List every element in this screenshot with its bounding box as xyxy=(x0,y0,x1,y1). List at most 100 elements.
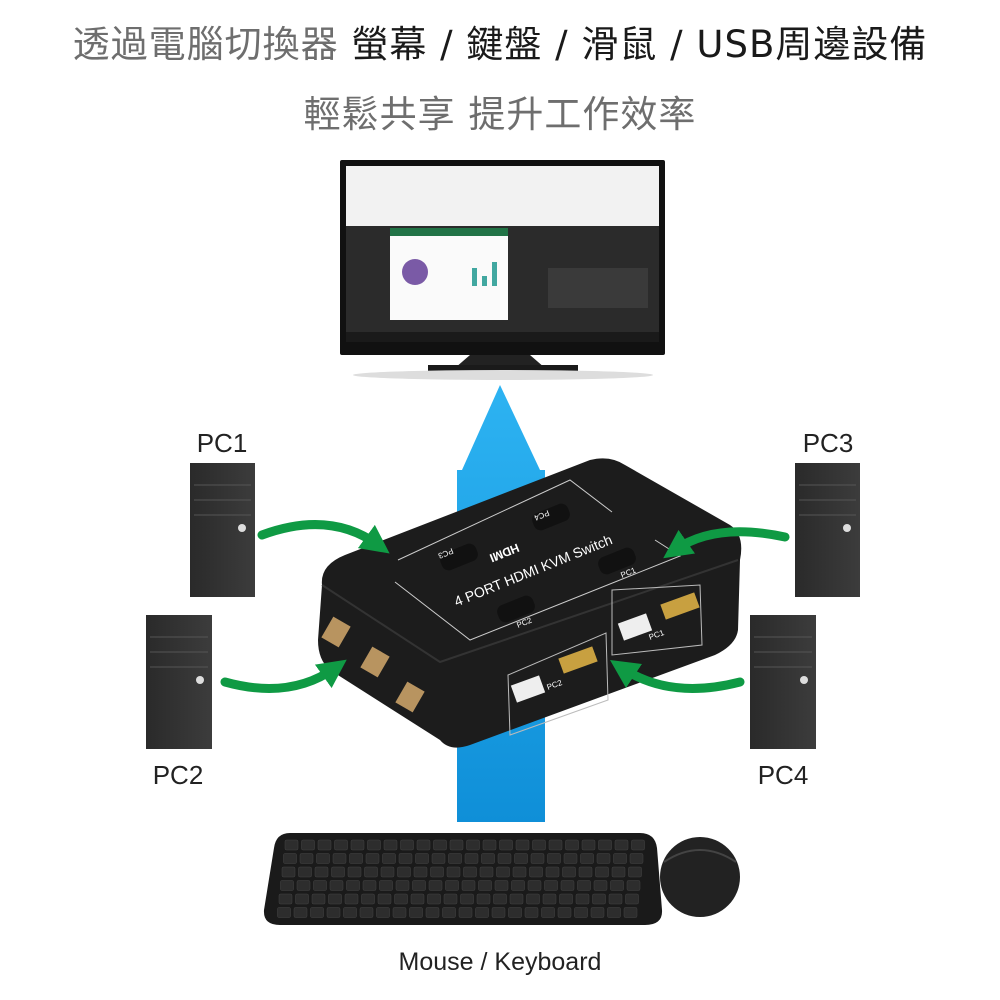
keyboard-key xyxy=(367,839,381,851)
keyboard xyxy=(263,833,663,925)
keyboard-key xyxy=(466,839,480,851)
pc3-arrow xyxy=(663,527,790,559)
keyboard-key xyxy=(565,839,579,851)
monitor xyxy=(340,160,665,380)
pc3-label: PC3 xyxy=(802,428,854,458)
keyboard-key xyxy=(530,853,545,864)
pc2-arrow xyxy=(220,659,347,693)
keyboard-key xyxy=(431,853,446,864)
keyboard-key xyxy=(278,893,293,905)
keyboard-key xyxy=(400,839,414,851)
keyboard-key xyxy=(494,880,509,891)
keyboard-key xyxy=(476,893,491,905)
keyboard-key xyxy=(595,866,609,878)
peripherals-label: Mouse / Keyboard xyxy=(398,948,602,976)
keyboard-key xyxy=(628,866,642,878)
keyboard-key xyxy=(376,907,390,918)
keyboard-key xyxy=(443,893,458,905)
keyboard-key xyxy=(350,839,365,851)
keyboard-key xyxy=(542,893,557,905)
keyboard-key xyxy=(598,839,612,851)
keyboard-key xyxy=(347,866,362,878)
keyboard-key xyxy=(329,880,344,891)
keyboard-key xyxy=(293,907,308,918)
keyboard-key xyxy=(463,866,477,878)
keyboard-key xyxy=(497,853,512,864)
keyboard-key xyxy=(445,880,459,891)
keyboard-key xyxy=(493,893,507,905)
pc3-button[interactable] xyxy=(438,542,480,573)
keyboard-key xyxy=(314,866,329,878)
pc1-button[interactable] xyxy=(596,546,638,577)
keyboard-key xyxy=(409,907,423,918)
keyboard-key xyxy=(332,853,347,864)
keyboard-key xyxy=(313,880,327,891)
keyboard-key xyxy=(547,853,561,864)
keyboard-key xyxy=(511,880,525,891)
keyboard-key xyxy=(392,907,407,918)
keyboard-key xyxy=(334,839,348,851)
keyboard-key xyxy=(491,907,506,918)
pc2-button[interactable] xyxy=(495,594,537,625)
keyboard-key xyxy=(277,907,291,918)
keyboard-key xyxy=(580,853,594,864)
keyboard-key xyxy=(532,839,546,851)
keyboard-key xyxy=(608,893,623,905)
keyboard-key xyxy=(428,880,443,891)
keyboard-key xyxy=(326,907,341,918)
keyboard-key xyxy=(295,893,309,905)
keyboard-key xyxy=(377,893,392,905)
pc1-label: PC1 xyxy=(196,428,248,458)
keyboard-key xyxy=(629,853,644,864)
keyboard-key xyxy=(398,853,413,864)
keyboard-key xyxy=(343,907,357,918)
keyboard-key xyxy=(631,839,645,851)
subheadline: 輕鬆共享 提升工作效率 xyxy=(303,93,697,136)
keyboard-key xyxy=(299,853,314,864)
pc2-hdmi-port xyxy=(558,646,598,674)
keyboard-key xyxy=(563,853,578,864)
keyboard-key xyxy=(331,866,345,878)
keyboard-key xyxy=(557,907,572,918)
keyboard-key xyxy=(415,853,429,864)
keyboard-key xyxy=(625,893,639,905)
keyboard-key xyxy=(545,866,560,878)
pc4-button[interactable] xyxy=(530,502,572,533)
keyboard-key xyxy=(298,866,312,878)
keyboard-key xyxy=(527,880,542,891)
keyboard-key xyxy=(311,893,326,905)
headline-gray-part: 透過電腦切換器 xyxy=(72,23,339,66)
keyboard-key xyxy=(623,907,638,918)
keyboard-key xyxy=(433,839,447,851)
keyboard-key xyxy=(410,893,425,905)
keyboard-key xyxy=(596,853,611,864)
keyboard-key xyxy=(310,907,324,918)
keyboard-key xyxy=(349,853,363,864)
keyboard-key xyxy=(464,853,479,864)
pc4-tower xyxy=(750,615,816,749)
keyboard-key xyxy=(524,907,539,918)
keyboard-key xyxy=(614,839,629,851)
keyboard-key xyxy=(397,866,411,878)
pc4-label: PC4 xyxy=(757,760,809,790)
keyboard-key xyxy=(508,907,522,918)
keyboard-key xyxy=(281,866,296,878)
keyboard-key xyxy=(592,893,606,905)
keyboard-key xyxy=(458,907,473,918)
keyboard-key xyxy=(515,839,530,851)
keyboard-key xyxy=(425,907,440,918)
keyboard-key xyxy=(316,853,330,864)
keyboard-key xyxy=(416,839,431,851)
keyboard-key xyxy=(394,893,408,905)
keyboard-key xyxy=(382,853,396,864)
keyboard-key xyxy=(283,853,297,864)
keyboard-key xyxy=(581,839,596,851)
keyboard-key xyxy=(380,866,395,878)
pc1-arrow xyxy=(257,520,390,554)
pc4-arrow xyxy=(610,660,745,693)
keyboard-key xyxy=(361,893,375,905)
keyboard-key xyxy=(560,880,575,891)
mouse xyxy=(660,837,740,917)
pc1-tower xyxy=(190,463,255,597)
keyboard-key xyxy=(479,866,494,878)
